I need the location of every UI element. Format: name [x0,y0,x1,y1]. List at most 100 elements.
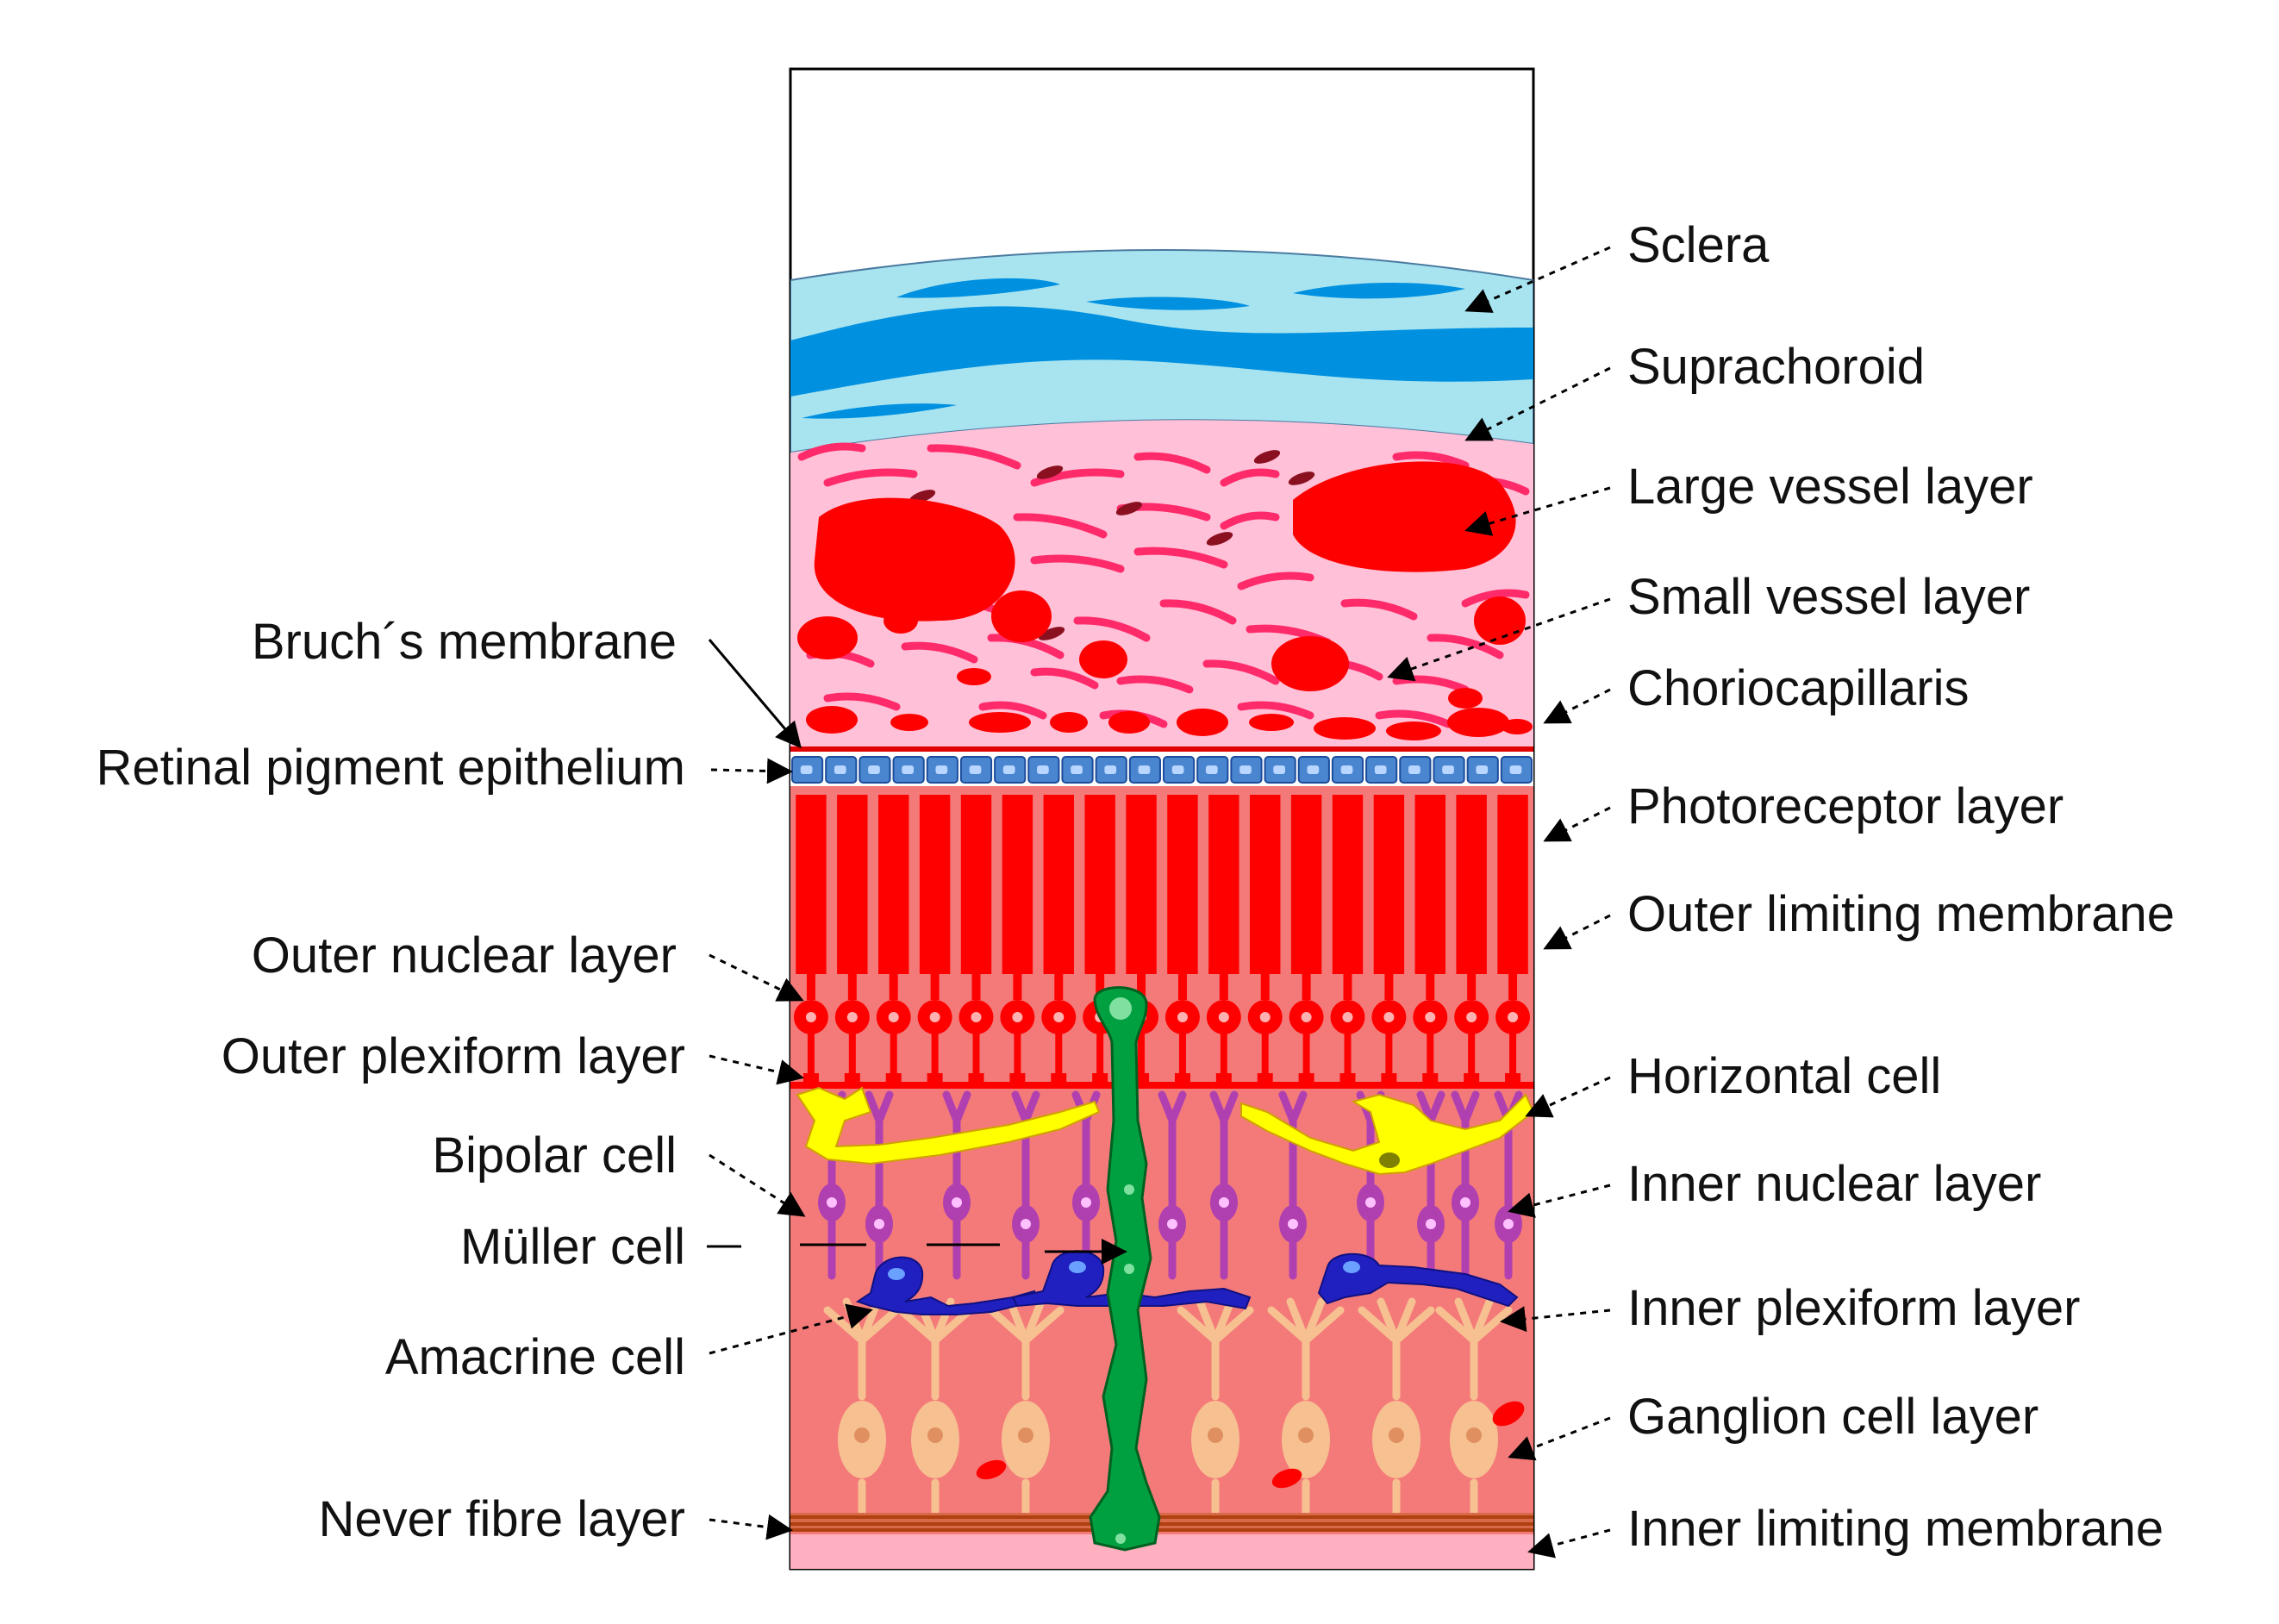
bipolar-nucleus [1426,1219,1436,1229]
bipolar-nucleus [1288,1219,1298,1229]
label-bipolar-cell: Bipolar cell [432,1127,677,1184]
left-labels: Bruch´s membrane Retinal pigment epithel… [97,614,685,1547]
photoreceptor-nucleolus [1177,1012,1188,1022]
choroid-fibre [1116,675,1194,694]
ganglion-dendrites [823,1297,901,1521]
nerve-fibre-layer [790,1513,1533,1532]
photoreceptor-segment [1250,795,1281,974]
rpe-nucleus [1307,765,1320,774]
ganglion-nucleus [927,1427,943,1443]
ganglion-nucleus [1298,1427,1314,1443]
photoreceptor-neck [1426,965,1435,1000]
choroid-fibre [1237,572,1314,590]
choroid-fibre [901,641,978,664]
photoreceptor-nucleolus [1259,1012,1271,1022]
leader-lines [707,246,1611,1558]
sclera-fibre [1086,297,1250,310]
photoreceptor-axon [1385,1030,1393,1086]
sclera-fibre [965,278,1043,287]
ganglion-dendrites [1177,1297,1254,1521]
photoreceptor-segment [878,795,909,974]
pigment-spot [1206,532,1233,546]
small-vessel [1271,636,1349,691]
pigment-spot [1036,465,1064,479]
choriocapillary [1108,711,1150,734]
small-vessel [957,668,991,685]
rpe-nucleus [1104,765,1117,774]
label-outer-plexiform-layer: Outer plexiform layer [222,1028,685,1084]
label-small-vessel-layer: Small vessel layer [1627,569,2030,625]
sclera-fibre [1431,346,1533,362]
right-labels: Sclera Suprachoroid Large vessel layer S… [1627,217,2175,1557]
choroid-fibre [927,444,1021,470]
choroid-fibre [1073,616,1151,642]
choroid-fibre [1030,667,1099,690]
bruchs-membrane [790,746,1533,752]
pigment-spot [1253,450,1281,464]
photoreceptor-nucleolus [805,1012,816,1022]
photoreceptor-nucleolus [1425,1012,1436,1022]
photoreceptor-segment [1002,795,1033,974]
choroid-fibre [823,468,918,487]
photoreceptor-segment [1208,795,1239,974]
photoreceptor-axon [931,1030,939,1086]
photoreceptor-segment [796,795,827,974]
rpe-nucleus [1171,765,1184,774]
rpe-nucleus [1442,765,1454,774]
photoreceptor-neck [1302,965,1311,1000]
label-never-fibre-layer: Never fibre layer [319,1491,685,1547]
photoreceptor-axon [1344,1030,1352,1086]
ganglion-layer-blood-cells [976,1401,1525,1489]
photoreceptor-axon [1302,1030,1310,1086]
choroid-fibre [1030,554,1125,573]
label-horizontal-cell: Horizontal cell [1627,1048,1941,1104]
choriocapillary [1447,708,1509,737]
choroid-fibre [1427,634,1504,659]
bipolar-nucleus [827,1197,837,1208]
choroid-fibre [1030,468,1125,487]
bipolar-process [1158,1090,1187,1280]
photoreceptor-nucleolus [1218,1012,1229,1022]
photoreceptor-nucleolus [846,1012,858,1022]
photoreceptor-axon [1014,1030,1021,1086]
rpe-nucleus [1138,765,1151,774]
choriocapillary [890,714,928,731]
bipolar-nucleus [1021,1219,1031,1229]
photoreceptor-neck [1054,965,1064,1000]
photoreceptor-axon [1427,1030,1434,1086]
sclera-layer [790,249,1533,454]
photoreceptor-neck [1013,965,1022,1000]
bipolar-process [1209,1090,1239,1280]
outer-plexiform-band [790,1082,1533,1089]
small-vessel [1474,597,1526,645]
choroid-fibre [1392,451,1470,470]
bipolar-nucleus [874,1219,884,1229]
sclera-fibre [1241,335,1396,349]
bipolar-nucleus [1460,1197,1470,1208]
choroid-fibre [1461,589,1530,608]
ganglion-nucleus [1208,1427,1223,1443]
choriocapillary [1050,712,1088,733]
choriocapillaris-vessels [806,706,1533,740]
label-amacrine-cell: Amacrine cell [385,1329,685,1385]
bipolar-nucleus [1503,1219,1514,1229]
photoreceptor-axon [1261,1030,1269,1086]
photoreceptor-segment [1043,795,1074,974]
photoreceptor-nucleolus [1466,1012,1477,1022]
photoreceptor-axon [1509,1030,1517,1086]
rpe-nucleus [1002,765,1015,774]
ganglion-nucleus [854,1427,870,1443]
photoreceptor-nucleolus [1342,1012,1353,1022]
choroid-fibre [1013,513,1108,539]
photoreceptor-neck [971,965,981,1000]
label-ganglion-cell-layer: Ganglion cell layer [1627,1389,2039,1445]
label-sclera: Sclera [1627,217,1770,273]
photoreceptor-nucleolus [971,1012,982,1022]
photoreceptor-segment [1497,795,1528,974]
rpe-nucleus [868,765,880,774]
muller-cell [1089,986,1161,1552]
photoreceptor-neck [1096,965,1105,1000]
photoreceptor-axon [972,1030,980,1086]
photoreceptor-nucleolus [888,1012,899,1022]
small-vessel [797,616,858,659]
